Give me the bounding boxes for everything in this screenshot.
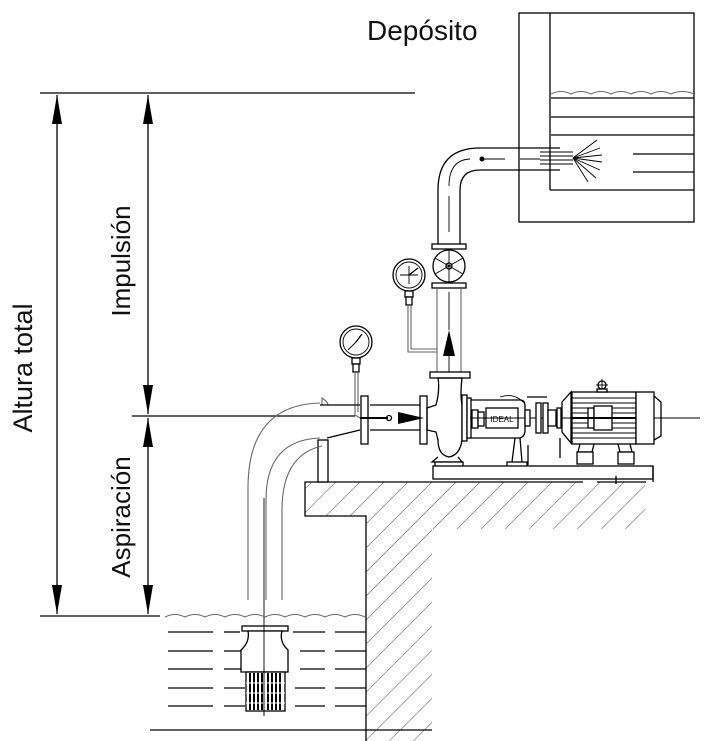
arrow-down-icon bbox=[143, 385, 153, 414]
concrete-foundation bbox=[304, 481, 646, 741]
tank-water-lines bbox=[551, 97, 694, 173]
water-jet-spray bbox=[540, 139, 603, 183]
arrow-up-icon bbox=[143, 418, 153, 447]
vacuum-gauge bbox=[339, 325, 373, 419]
discharge-label: Impulsión bbox=[106, 205, 136, 316]
suction-label: Aspiración bbox=[106, 456, 136, 577]
electric-motor bbox=[556, 379, 662, 465]
pipe-support bbox=[317, 439, 329, 483]
suction-sump bbox=[150, 613, 432, 731]
total-height-dimension bbox=[52, 95, 62, 614]
arrow-up-icon bbox=[143, 95, 153, 124]
discharge-height-dimension bbox=[143, 95, 153, 414]
total-height-label: Altura total bbox=[8, 303, 38, 432]
arrow-up-icon bbox=[52, 95, 62, 124]
dimension-lines: Altura total Impulsión Aspiración bbox=[8, 92, 415, 617]
suction-pipe-horizontal bbox=[320, 395, 428, 445]
foot-valve-strainer bbox=[240, 625, 289, 716]
tank: Depósito bbox=[367, 12, 695, 223]
centrifugal-pump: IDEAL bbox=[426, 377, 700, 469]
sump-water-lines bbox=[168, 631, 366, 707]
arrow-down-icon bbox=[52, 585, 62, 614]
gate-valve[interactable] bbox=[431, 243, 467, 289]
tank-water-surface bbox=[550, 90, 695, 95]
pump-brand-label: IDEAL bbox=[490, 415, 514, 424]
tank-label: Depósito bbox=[367, 15, 478, 46]
pressure-gauge bbox=[392, 258, 437, 353]
flow-arrow-right-icon bbox=[398, 412, 424, 424]
flow-arrow-up-icon bbox=[443, 330, 455, 356]
sump-water-surface bbox=[164, 613, 366, 618]
baseplate bbox=[432, 465, 654, 484]
strainer-grid bbox=[249, 673, 281, 710]
discharge-pipe bbox=[429, 147, 560, 379]
suction-height-dimension bbox=[143, 418, 153, 614]
shaft-coupling bbox=[524, 396, 561, 465]
arrow-down-icon bbox=[143, 585, 153, 614]
